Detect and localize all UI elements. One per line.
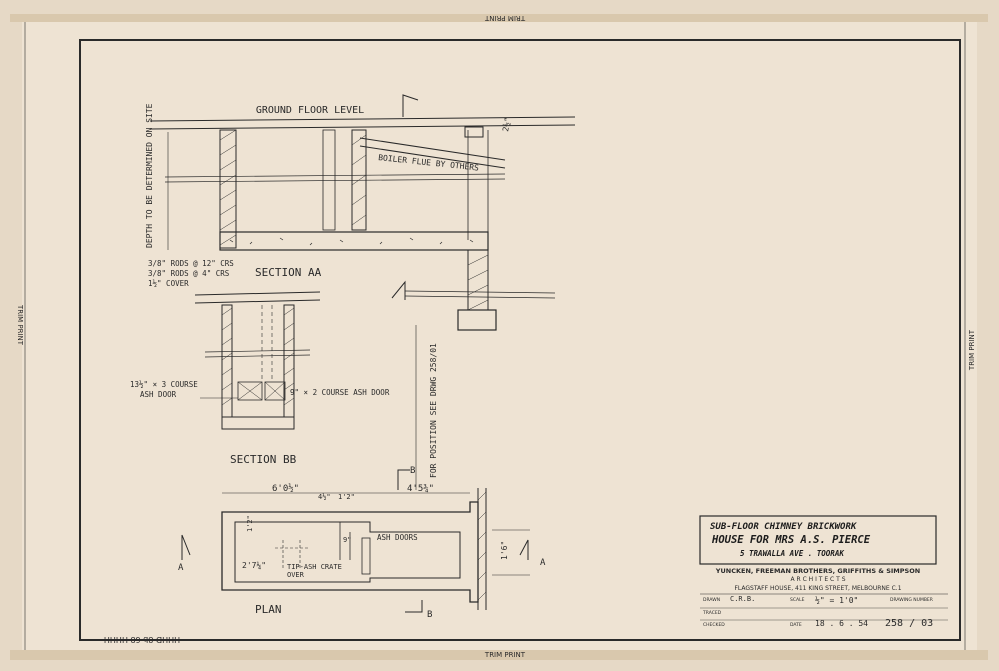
ground-floor-level: GROUND FLOOR LEVEL xyxy=(256,105,364,116)
date-label: DATE xyxy=(790,622,802,628)
dim-2-half: 2½" xyxy=(500,116,512,132)
drawn-label: DRAWN xyxy=(703,597,720,603)
drawing-border xyxy=(79,39,961,641)
drawing-number: 258 / 03 xyxy=(885,618,933,629)
plan-label: PLAN xyxy=(255,603,282,616)
depth-note: DEPTH TO BE DETERMINED ON SITE xyxy=(145,103,154,248)
scale-value: ½" = 1'0" xyxy=(815,595,858,605)
rods-note-2: 3/8" RODS @ 4" CRS xyxy=(148,269,230,278)
title-line-1: SUB-FLOOR CHIMNEY BRICKWORK xyxy=(710,522,858,532)
drawing-number-label: DRAWING NUMBER xyxy=(890,597,933,603)
title-box xyxy=(699,515,937,565)
section-aa-label: SECTION AA xyxy=(255,266,322,279)
checked-label: CHECKED xyxy=(703,622,725,628)
trim-edge-top xyxy=(10,14,988,22)
dim-12: 1'2" xyxy=(246,515,254,532)
trim-edge-bottom xyxy=(10,650,988,660)
firm-name: YUNCKEN, FREEMAN BROTHERS, GRIFFITHS & S… xyxy=(715,567,920,575)
ash-doors-note: ASH DOORS xyxy=(377,533,418,542)
section-a-mark-right: A xyxy=(540,558,546,568)
ash-door-note-1: 13½" × 3 COURSE xyxy=(130,380,198,389)
trim-label-top: TRIM PRINT xyxy=(484,14,526,22)
trim-label-bottom: TRIM PRINT xyxy=(484,651,526,659)
section-bb-label: SECTION BB xyxy=(230,453,297,466)
traced-label: TRACED xyxy=(702,610,722,616)
scale-label: SCALE xyxy=(790,597,805,603)
trim-label-right: TRIM PRINT xyxy=(968,329,976,371)
drawn-value: C.R.B. xyxy=(730,595,755,603)
plan-view: B B 6'0½" 4'5¾" 4½" 1'2" 1'2" 9" 2'7¼" A… xyxy=(178,466,546,620)
architects-label: A R C H I T E C T S xyxy=(790,576,845,583)
dim-1-2: 1'2" xyxy=(338,493,355,501)
dim-4-5: 4'5¾" xyxy=(407,484,434,494)
rods-note-1: 3/8" RODS @ 12" CRS xyxy=(148,259,234,268)
position-note: FOR POSITION SEE DRWG 258/01 xyxy=(429,343,438,478)
dim-9: 9" xyxy=(343,536,351,544)
dim-6-0: 6'0½" xyxy=(272,483,299,494)
section-b-mark-top: B xyxy=(410,466,415,476)
title-block: SUB-FLOOR CHIMNEY BRICKWORK HOUSE FOR MR… xyxy=(699,515,948,629)
paper xyxy=(22,22,977,650)
tip-grate-note-1: TIP-ASH CRATE xyxy=(287,563,342,571)
trim-label-left: TRIM PRINT xyxy=(16,304,24,346)
dim-4-half: 4½" xyxy=(318,493,331,501)
dim-2-7: 2'7¼" xyxy=(242,561,266,570)
section-bb: 13½" × 3 COURSE ASH DOOR 9" × 2 COURSE A… xyxy=(130,291,438,490)
cover-note: 1½" COVER xyxy=(148,279,189,288)
section-b-mark-bottom: B xyxy=(427,610,432,620)
tip-grate-note-2: OVER xyxy=(287,571,305,579)
ash-door-note-2: ASH DOOR xyxy=(140,390,177,399)
date-value: 18 . 6 . 54 xyxy=(815,619,868,628)
section-a-mark-left: A xyxy=(178,563,184,573)
ash-door-small-note: 9" × 2 COURSE ASH DOOR xyxy=(290,388,390,397)
firm-address: FLAGSTAFF HOUSE, 411 KING STREET, MELBOU… xyxy=(734,585,901,592)
title-line-3: 5 TRAWALLA AVE . TOORAK xyxy=(740,549,845,558)
dim-1-6: 1'6" xyxy=(500,541,509,560)
title-line-2: HOUSE FOR MRS A.S. PIERCE xyxy=(711,534,871,546)
